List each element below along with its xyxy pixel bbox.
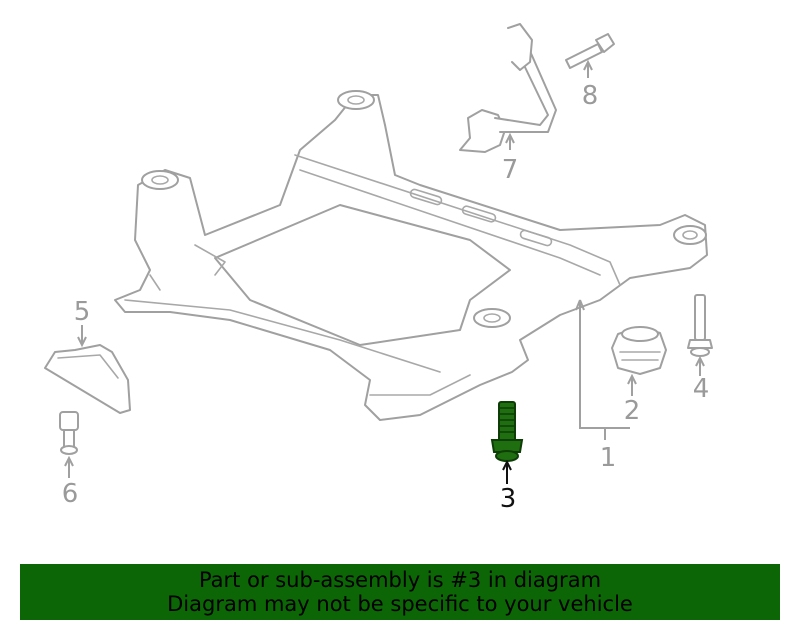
stud-part-6[interactable] — [59, 411, 79, 455]
callout-3[interactable]: 3 — [500, 484, 517, 514]
bracket-plate[interactable] — [44, 344, 131, 414]
callout-7[interactable]: 7 — [502, 155, 519, 185]
bolt-part-4[interactable] — [687, 294, 713, 357]
mount-bushing[interactable] — [611, 326, 667, 375]
leader-3 — [502, 459, 512, 484]
callout-2[interactable]: 2 — [624, 396, 641, 426]
callout-5[interactable]: 5 — [74, 297, 91, 327]
leader-1 — [579, 300, 630, 440]
banner-line-1: Part or sub-assembly is #3 in diagram — [198, 568, 602, 592]
leader-5 — [77, 325, 87, 348]
info-banner: Part or sub-assembly is #3 in diagram Di… — [20, 564, 780, 620]
bolt-part-8[interactable] — [565, 33, 615, 69]
leader-8 — [583, 59, 593, 78]
highlighted-bolt[interactable] — [490, 401, 524, 462]
callout-4[interactable]: 4 — [693, 374, 710, 404]
leader-1-arrow — [575, 299, 585, 311]
leader-4 — [695, 355, 705, 376]
callout-8[interactable]: 8 — [582, 81, 599, 111]
callout-6[interactable]: 6 — [62, 479, 79, 509]
leader-7 — [505, 132, 515, 150]
callout-1[interactable]: 1 — [600, 443, 617, 473]
height-sensor[interactable] — [459, 23, 557, 153]
banner-line-2: Diagram may not be specific to your vehi… — [167, 592, 633, 616]
parts-diagram: 1 2 3 4 5 6 7 8 — [44, 23, 713, 514]
leader-2 — [627, 373, 637, 396]
leader-6 — [64, 455, 74, 478]
subframe-crossmember[interactable] — [114, 90, 708, 421]
